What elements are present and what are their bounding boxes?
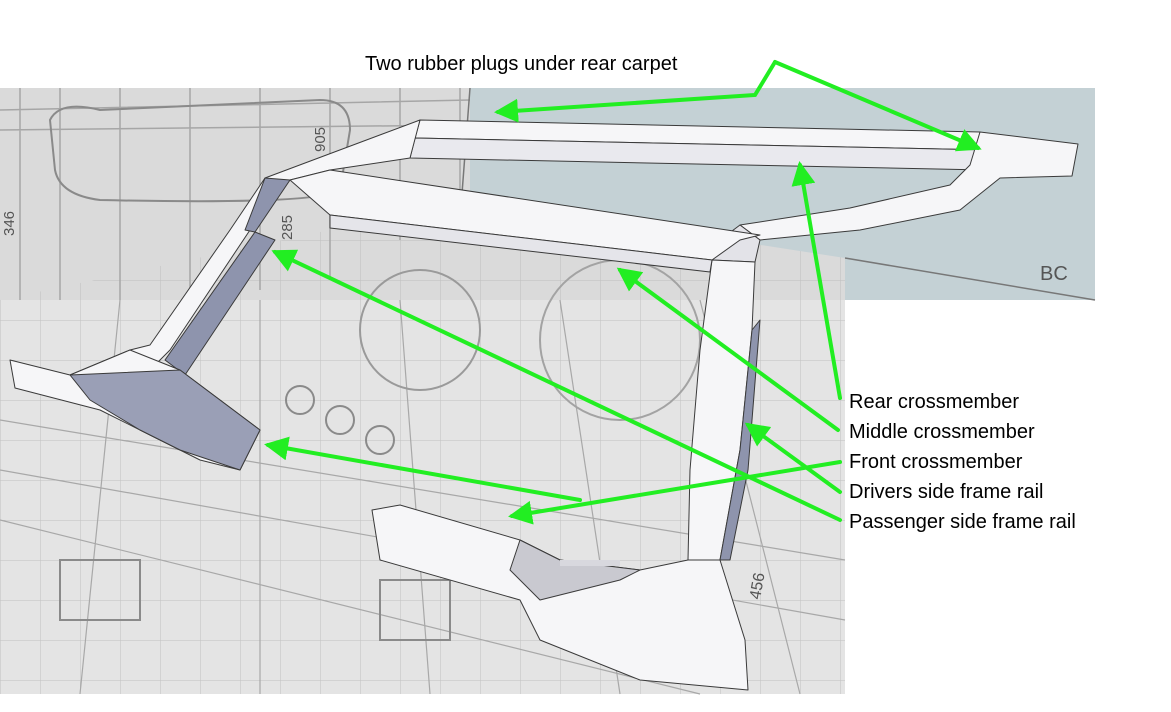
- arrow-rear-crossmember: [791, 161, 842, 400]
- label-front-crossmember: Front crossmember: [849, 451, 1023, 473]
- frame-model: [9, 119, 1079, 691]
- arrow-middle-crossmember: [616, 267, 840, 432]
- front-crossmember: [560, 560, 620, 566]
- annotation-arrows: [264, 60, 982, 525]
- dim-346: 346: [1, 211, 18, 236]
- arrow-front-crossmember-right: [508, 460, 842, 525]
- corner-text: BC: [1040, 263, 1068, 285]
- arrow-rubber-plug-right: [773, 60, 982, 152]
- arrow-passenger-rail: [271, 249, 842, 522]
- label-rear-crossmember: Rear crossmember: [849, 391, 1020, 413]
- arrow-drivers-rail: [744, 422, 842, 494]
- label-drivers-rail: Drivers side frame rail: [849, 481, 1044, 503]
- dim-905: 905: [312, 127, 329, 152]
- label-rubber-plugs: Two rubber plugs under rear carpet: [365, 53, 678, 75]
- dim-456: 456: [747, 571, 768, 600]
- label-middle-crossmember: Middle crossmember: [849, 421, 1035, 443]
- arrow-rubber-plug-left: [494, 60, 777, 123]
- label-passenger-rail: Passenger side frame rail: [849, 511, 1076, 533]
- arrow-front-crossmember-left: [264, 436, 582, 502]
- dim-285: 285: [279, 215, 296, 240]
